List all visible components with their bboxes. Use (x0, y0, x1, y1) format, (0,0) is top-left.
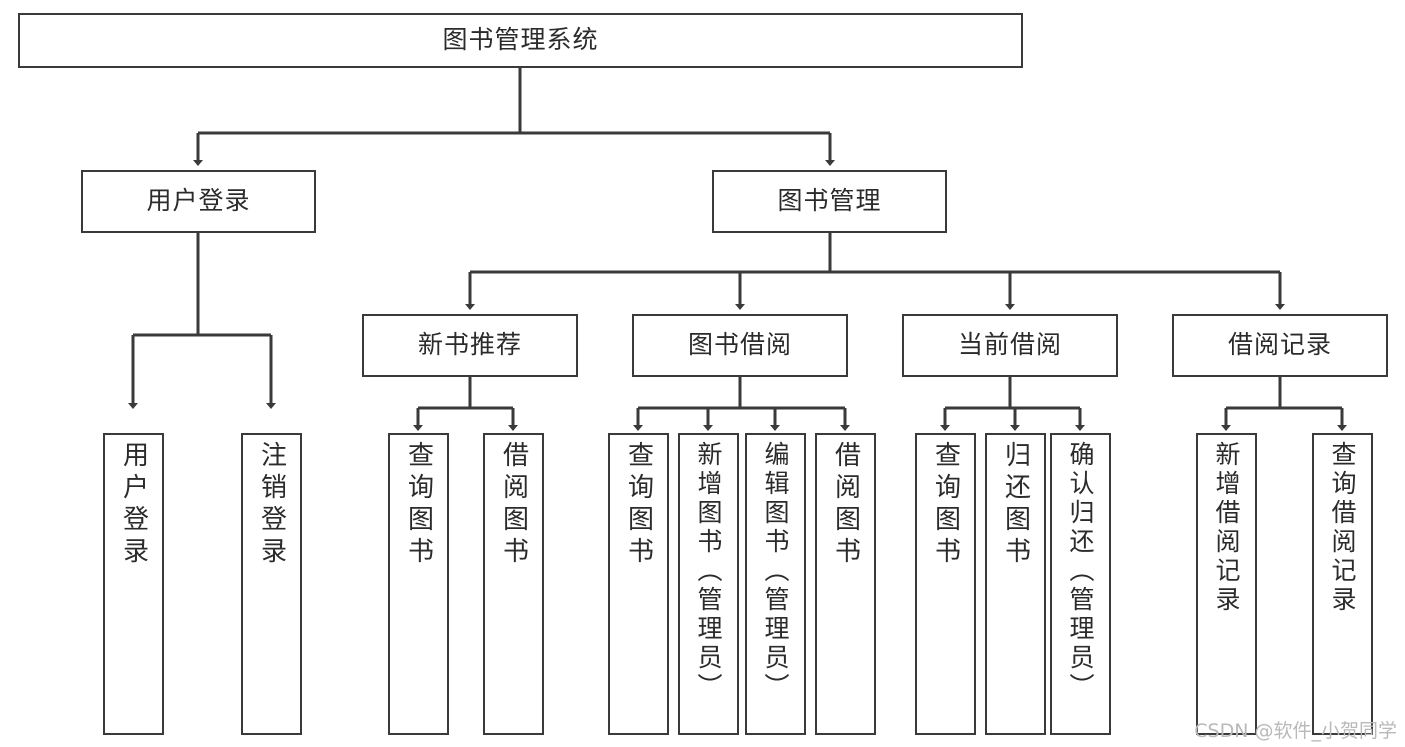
node-label: 注销登录 (256, 441, 287, 569)
node-label: 图书借阅 (687, 330, 792, 360)
node-label: 新增图书（管理员） (694, 441, 723, 702)
node-label: 图书管理系统 (442, 25, 599, 55)
node-user-login[interactable]: 用户登录 (81, 170, 316, 233)
node-book-borrow[interactable]: 图书借阅 (632, 314, 848, 377)
node-label: 借阅图书 (830, 441, 861, 569)
node-label: 查询图书 (930, 441, 961, 569)
node-current-borrow[interactable]: 当前借阅 (902, 314, 1118, 377)
node-label: 查询借阅记录 (1328, 441, 1357, 615)
leaf-user-login[interactable]: 用户登录 (103, 433, 164, 735)
node-label: 归还图书 (1000, 441, 1031, 569)
node-label: 借阅图书 (498, 441, 529, 569)
leaf-borrow-book-recommend[interactable]: 借阅图书 (483, 433, 544, 735)
leaf-query-book-borrow[interactable]: 查询图书 (608, 433, 669, 735)
leaf-add-book-admin[interactable]: 新增图书（管理员） (678, 433, 739, 735)
node-label: 新书推荐 (417, 330, 522, 360)
leaf-query-book-recommend[interactable]: 查询图书 (388, 433, 449, 735)
node-label: 编辑图书（管理员） (761, 441, 790, 702)
node-label: 用户登录 (146, 186, 251, 216)
leaf-logout[interactable]: 注销登录 (241, 433, 302, 735)
leaf-query-book-current[interactable]: 查询图书 (915, 433, 976, 735)
node-label: 借阅记录 (1227, 330, 1332, 360)
leaf-query-borrow-record[interactable]: 查询借阅记录 (1312, 433, 1373, 735)
leaf-return-book[interactable]: 归还图书 (985, 433, 1046, 735)
node-label: 新增借阅记录 (1212, 441, 1241, 615)
node-label: 查询图书 (403, 441, 434, 569)
node-label: 当前借阅 (957, 330, 1062, 360)
leaf-edit-book-admin[interactable]: 编辑图书（管理员） (745, 433, 806, 735)
node-root-system[interactable]: 图书管理系统 (18, 13, 1023, 68)
node-borrow-record[interactable]: 借阅记录 (1172, 314, 1388, 377)
leaf-confirm-return-admin[interactable]: 确认归还（管理员） (1050, 433, 1111, 735)
node-label: 查询图书 (623, 441, 654, 569)
node-label: 用户登录 (118, 441, 149, 569)
node-book-management[interactable]: 图书管理 (712, 170, 947, 233)
node-label: 确认归还（管理员） (1066, 441, 1095, 702)
node-new-book-recommend[interactable]: 新书推荐 (362, 314, 578, 377)
leaf-borrow-book[interactable]: 借阅图书 (815, 433, 876, 735)
node-label: 图书管理 (777, 186, 882, 216)
watermark: CSDN @软件_小贺同学 (1194, 720, 1397, 742)
leaf-add-borrow-record[interactable]: 新增借阅记录 (1196, 433, 1257, 735)
